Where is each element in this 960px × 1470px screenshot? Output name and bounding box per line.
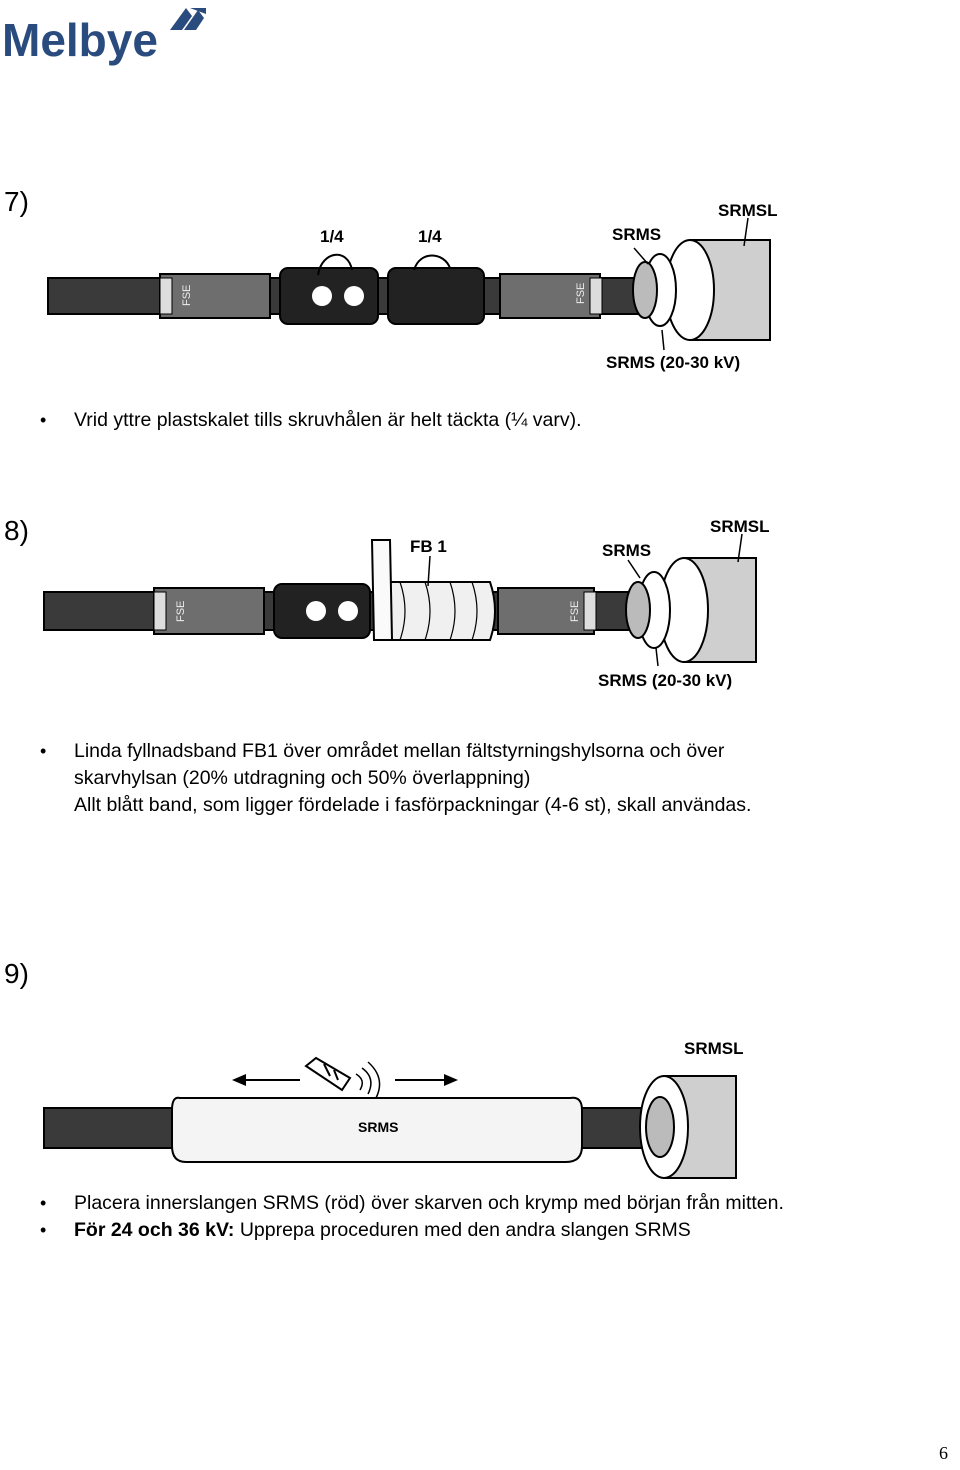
heat-torch-icon	[304, 1056, 381, 1099]
instruction-item: Placera innerslangen SRMS (röd) över ska…	[40, 1190, 784, 1217]
step-number: 9)	[4, 958, 29, 989]
figure-step-9: SRMS SRMSL	[43, 1039, 744, 1179]
srms-kv-label: SRMS (20-30 kV)	[598, 671, 732, 690]
quarter-label: 1/4	[320, 227, 344, 246]
rotate-arrow-icon	[317, 253, 353, 276]
logo-mark-icon	[170, 8, 206, 30]
instruction-item: Linda fyllnadsband FB1 över området mell…	[40, 738, 751, 819]
step-number: 7)	[4, 186, 29, 217]
filler-tape-fb1	[379, 581, 496, 641]
srms-label: SRMS	[612, 225, 661, 244]
fse-sleeve-right	[497, 587, 595, 635]
arrow-left-icon	[232, 1074, 246, 1086]
instruction-item: Vrid yttre plastskalet tills skruvhålen …	[40, 407, 582, 434]
step-7-instructions: Vrid yttre plastskalet tills skruvhålen …	[40, 407, 582, 434]
fse-sleeve-right	[499, 273, 601, 319]
fb1-label: FB 1	[410, 537, 447, 556]
arrow-right-icon	[444, 1074, 458, 1086]
page-number: 6	[939, 1443, 948, 1463]
srms-label: SRMS	[602, 541, 651, 560]
fse-label-left: FSE	[175, 601, 187, 622]
fse-sleeve-left	[159, 273, 271, 319]
logo-wordmark: Melbye	[2, 14, 158, 66]
tape-roll-end	[370, 539, 394, 641]
srmsl-label: SRMSL	[718, 201, 778, 220]
step-8-instructions: Linda fyllnadsband FB1 över området mell…	[40, 738, 751, 819]
srmsl-label: SRMSL	[710, 517, 770, 536]
quarter-label: 1/4	[418, 227, 442, 246]
srms-tube	[171, 1096, 583, 1163]
srmsl-label: SRMSL	[684, 1039, 744, 1058]
step-9-instructions: Placera innerslangen SRMS (röd) över ska…	[40, 1190, 784, 1244]
screw-hole	[344, 286, 364, 306]
fse-label-left: FSE	[181, 285, 193, 306]
rotate-arrow-icon	[413, 254, 451, 271]
screw-hole	[338, 601, 358, 621]
figure-step-7: FSE 1/4 1/4 FSE SRMS SRMSL SRMS (20-30 k…	[47, 201, 778, 372]
srms-label: SRMS	[358, 1119, 398, 1135]
fse-sleeve-left	[153, 587, 265, 635]
instruction-item: För 24 och 36 kV: Upprepa proceduren med…	[40, 1217, 784, 1244]
screw-hole	[306, 601, 326, 621]
screw-hole	[312, 286, 332, 306]
step-number: 8)	[4, 515, 29, 546]
srms-kv-label: SRMS (20-30 kV)	[606, 353, 740, 372]
fse-label-right: FSE	[569, 601, 581, 622]
melbye-logo: Melbye	[2, 8, 206, 66]
fse-label-right: FSE	[575, 283, 587, 304]
figure-step-8: FSE FB 1 FSE SRMS SRMSL SRMS (20-30 kV)	[43, 517, 770, 690]
outer-shell-right	[387, 267, 485, 325]
